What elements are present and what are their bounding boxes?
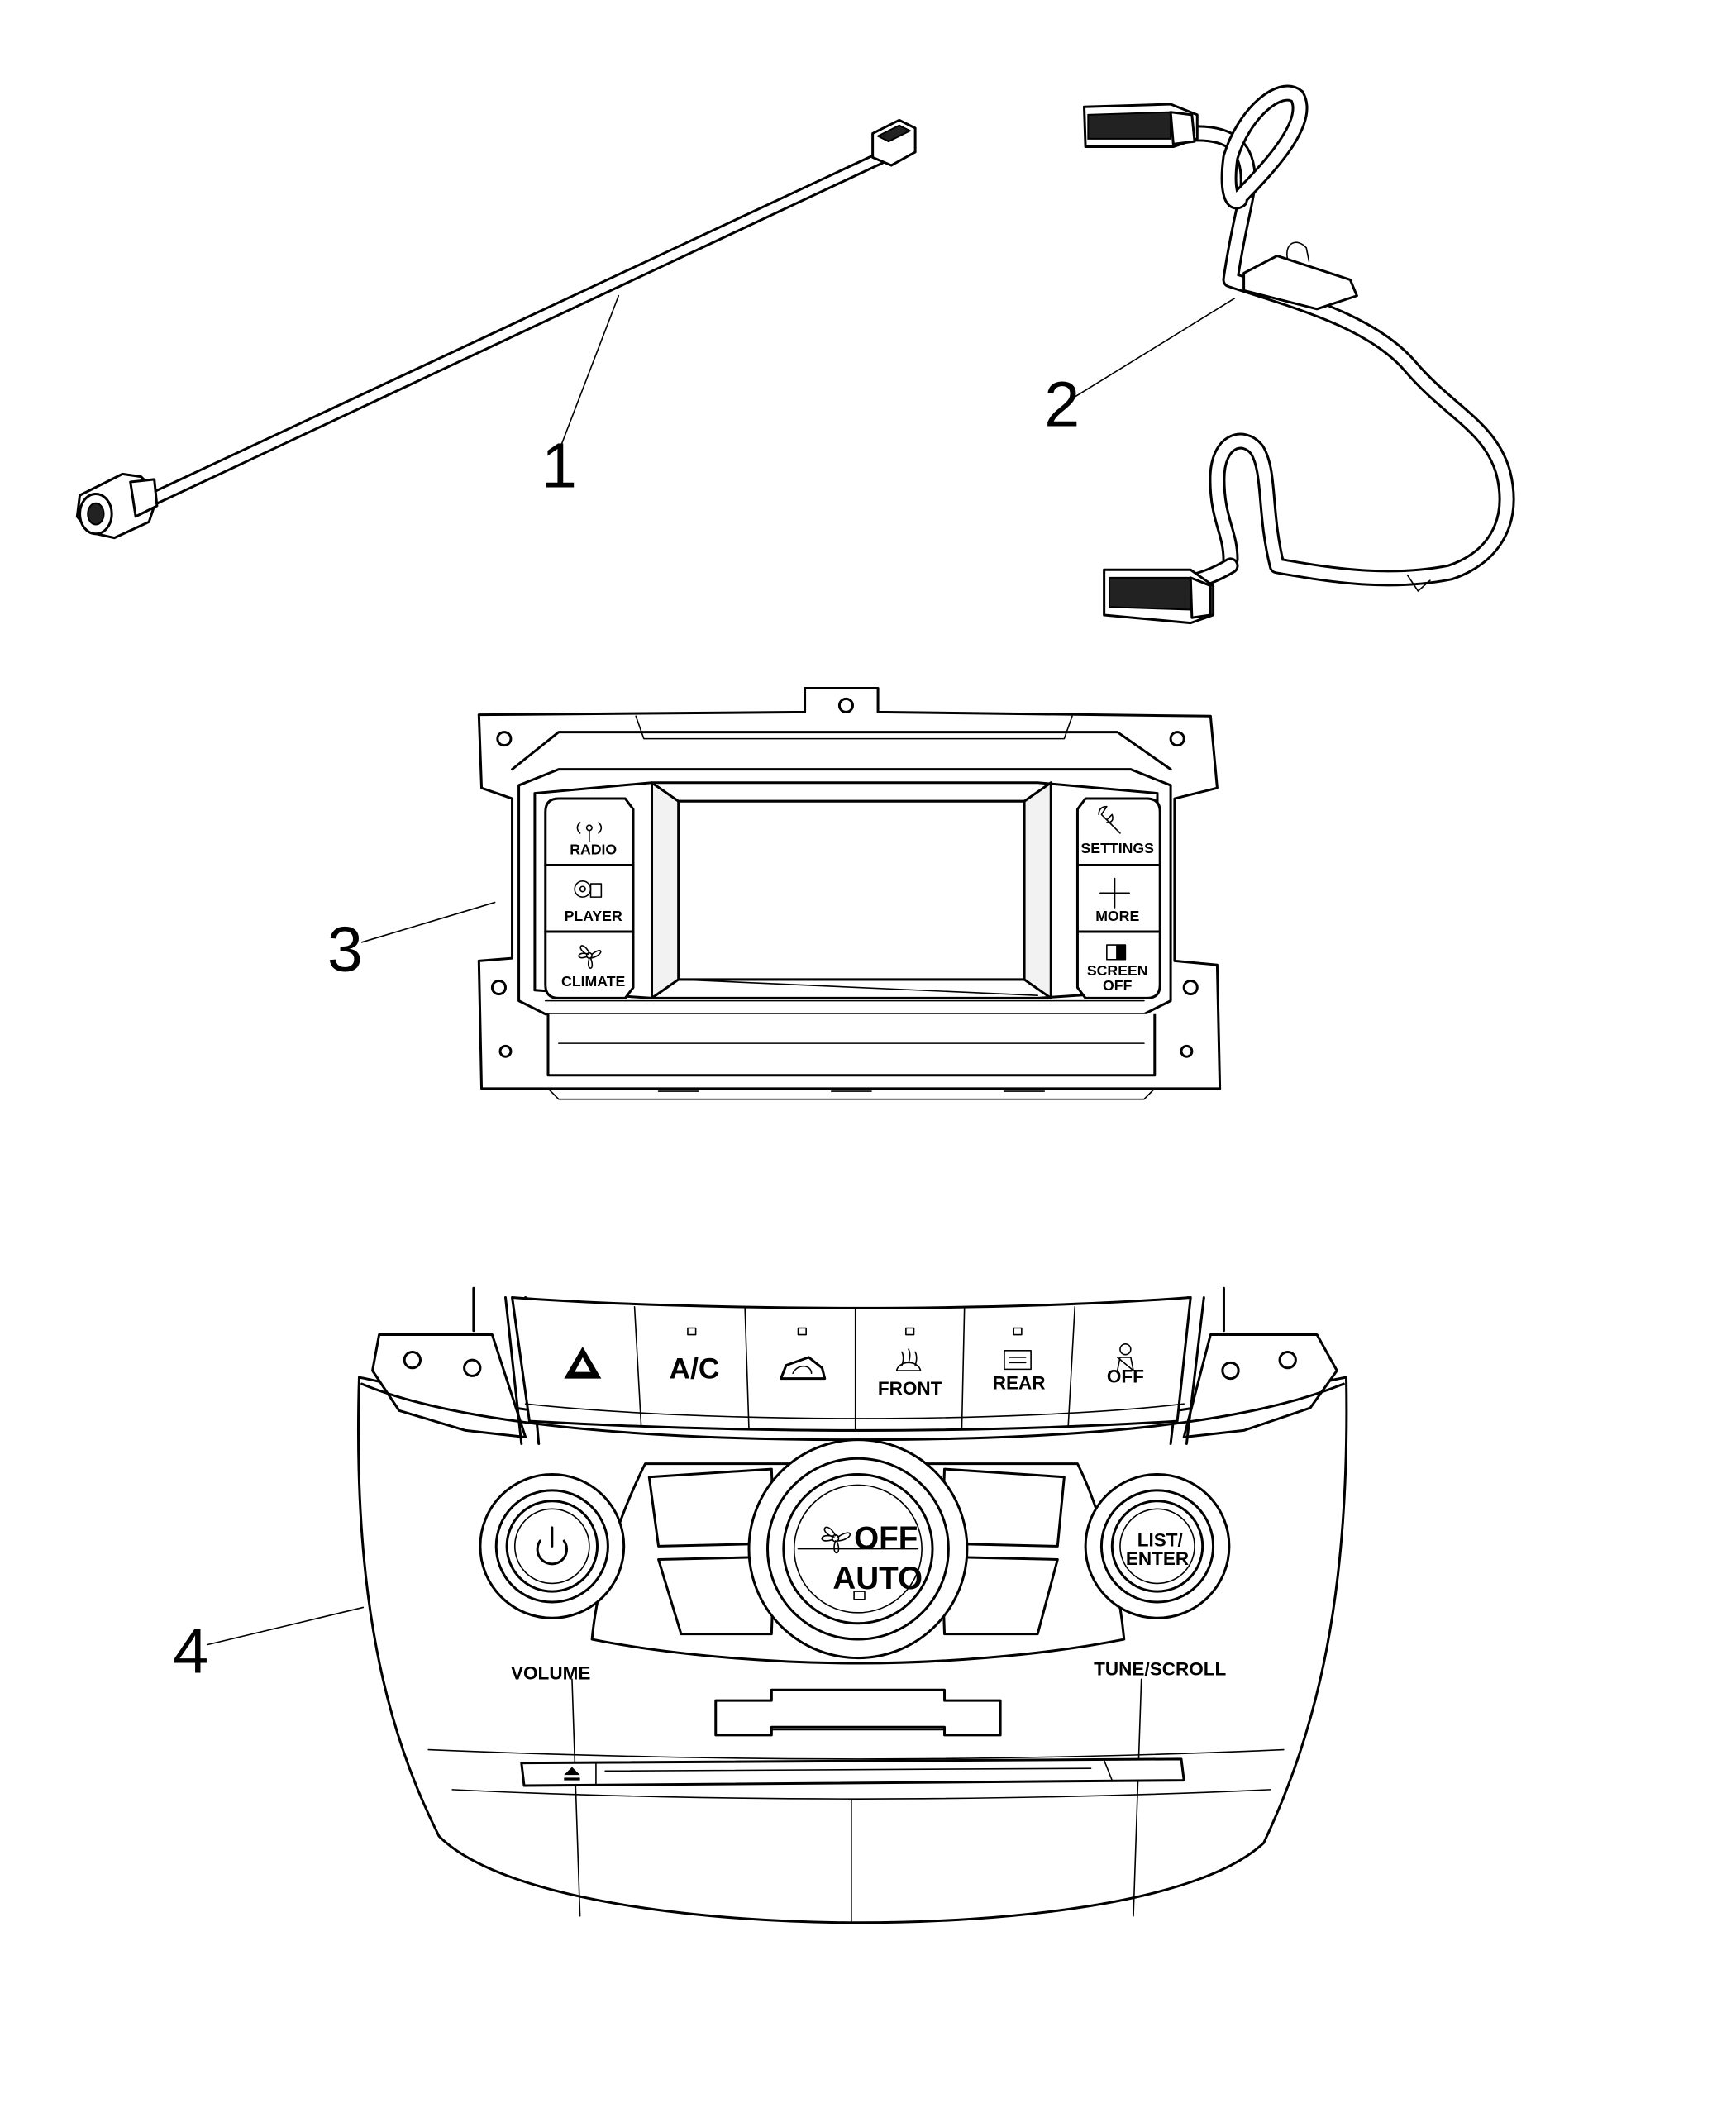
recirculation-car-icon xyxy=(781,1357,825,1379)
wrench-icon xyxy=(1099,807,1120,833)
seat-belt-person-icon xyxy=(1118,1344,1133,1371)
callout-4: 4 xyxy=(173,1615,208,1686)
part-1-cable: 1 xyxy=(77,120,915,537)
more-button-label: MORE xyxy=(1095,908,1139,924)
plus-icon xyxy=(1100,879,1129,908)
fan-icon xyxy=(822,1527,850,1552)
hazard-triangle-icon xyxy=(564,1347,602,1379)
player-button-label: PLAYER xyxy=(565,908,622,924)
off-button-label: OFF xyxy=(1107,1366,1144,1386)
enter-label: ENTER xyxy=(1126,1548,1189,1569)
screen-off-label: OFF xyxy=(1103,977,1133,994)
power-icon xyxy=(537,1528,566,1564)
center-climate-knob: OFF AUTO xyxy=(749,1440,967,1658)
callout-3: 3 xyxy=(327,914,363,985)
screen-off-icon xyxy=(1107,945,1126,960)
part-3-radio-display: RADIO PLAYER CLIMATE SETTINGS MORE SCREE… xyxy=(327,688,1220,1099)
volume-label: VOLUME xyxy=(511,1662,590,1683)
cable-connector-icon xyxy=(77,120,915,537)
part-2-harness: 2 xyxy=(1044,93,1506,623)
front-button-label: FRONT xyxy=(878,1378,942,1399)
rear-defrost-icon xyxy=(1004,1351,1031,1370)
tune-scroll-label: TUNE/SCROLL xyxy=(1094,1658,1226,1679)
fan-icon xyxy=(579,946,601,968)
radio-button-label: RADIO xyxy=(570,842,617,858)
ac-button-label: A/C xyxy=(670,1352,720,1385)
disc-player-icon xyxy=(575,881,601,897)
part-4-control-panel: A/C FRONT REAR OFF xyxy=(173,1288,1347,1923)
climate-button-label: CLIMATE xyxy=(561,973,625,990)
settings-button-label: SETTINGS xyxy=(1080,840,1154,856)
center-knob-off-label: OFF xyxy=(854,1521,918,1557)
list-label: LIST/ xyxy=(1137,1529,1184,1550)
screen-label: SCREEN xyxy=(1087,962,1148,979)
harness-connector-top xyxy=(1084,104,1197,146)
left-volume-knob xyxy=(480,1475,624,1619)
eject-icon xyxy=(564,1767,580,1781)
right-tune-knob: LIST/ ENTER xyxy=(1085,1475,1229,1619)
center-knob-auto-label: AUTO xyxy=(832,1561,923,1596)
callout-2: 2 xyxy=(1044,369,1080,440)
callout-1: 1 xyxy=(541,430,577,501)
front-defrost-icon xyxy=(897,1349,921,1371)
radio-antenna-icon xyxy=(577,823,601,842)
harness-connector-bottom xyxy=(1104,570,1214,622)
rear-button-label: REAR xyxy=(993,1373,1046,1394)
